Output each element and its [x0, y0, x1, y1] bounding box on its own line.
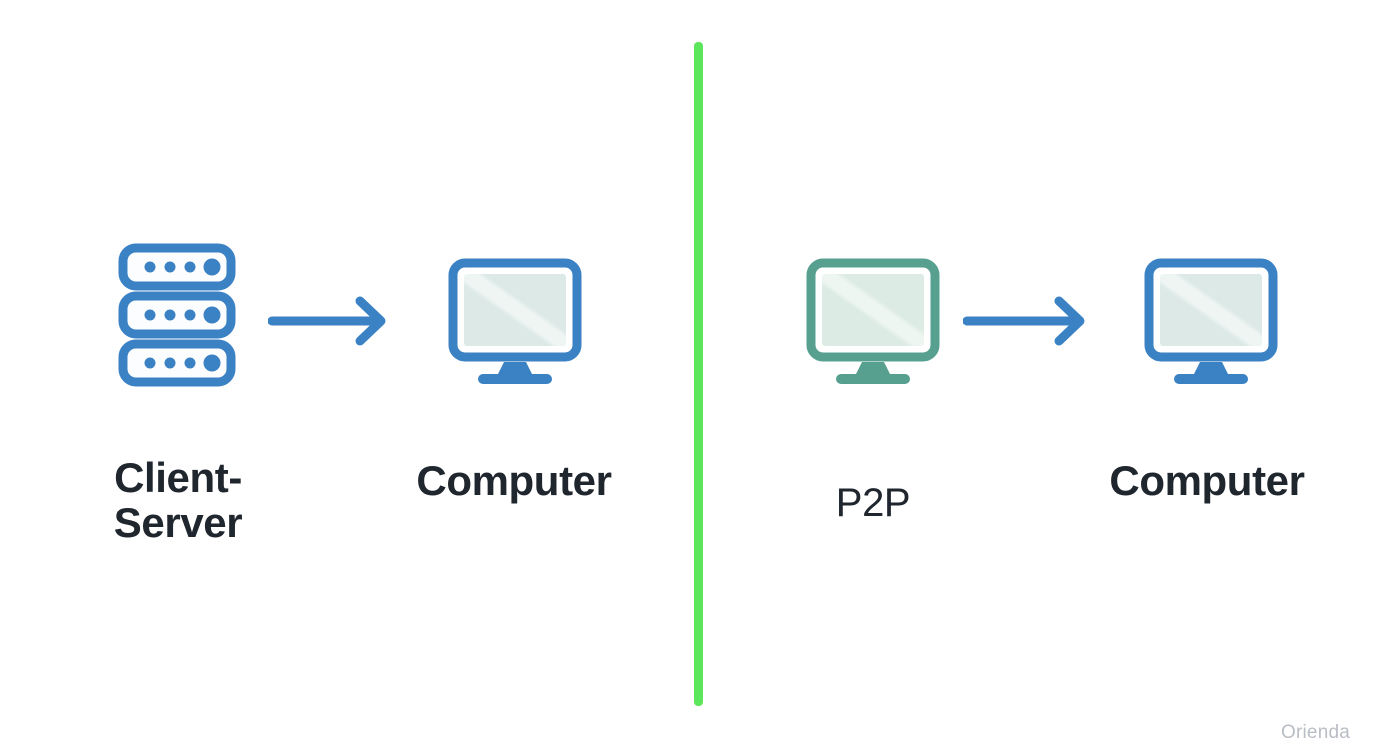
computer-right-label: Computer — [1109, 457, 1305, 504]
arrow-right-icon-left — [267, 296, 390, 351]
vertical-green-divider — [694, 42, 703, 706]
p2p-label: P2P — [835, 481, 911, 525]
monitor-icon-p2p — [806, 258, 940, 391]
computer-left-label: Computer — [416, 457, 612, 504]
server-label: Client- Server — [113, 454, 243, 547]
watermark: Orienda — [1281, 722, 1350, 743]
server-icon — [118, 243, 236, 393]
monitor-icon-left — [448, 258, 582, 391]
monitor-icon-right — [1144, 258, 1278, 391]
arrow-right-icon-right — [962, 296, 1089, 351]
